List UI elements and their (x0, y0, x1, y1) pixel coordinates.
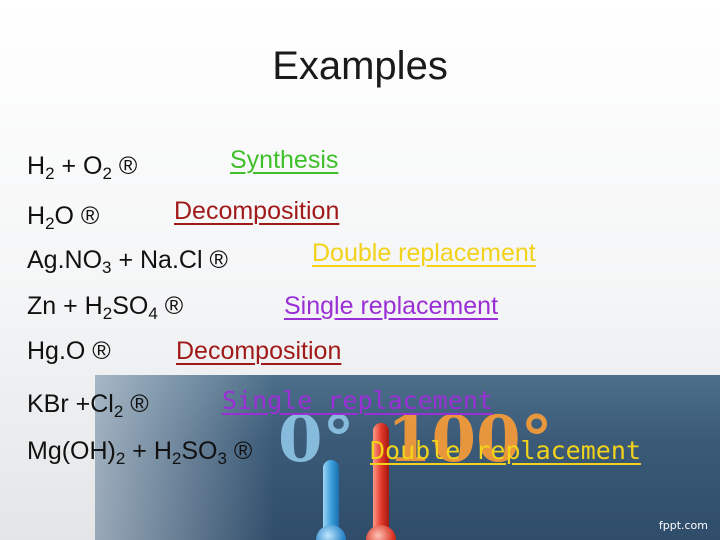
hot-thermometer-bulb (366, 525, 396, 540)
reaction-type-label: Decomposition (174, 197, 340, 225)
subscript: 2 (115, 449, 126, 468)
reaction-type-label: Double replacement (370, 436, 641, 465)
credit-watermark: fppt.com (658, 519, 708, 532)
zero-degrees-label: 0° (278, 402, 355, 477)
reaction-type-label: Double replacement (312, 239, 536, 267)
hot-thermometer-icon (373, 423, 389, 540)
reaction-type-label: Decomposition (176, 337, 342, 365)
subscript: 2 (45, 164, 55, 183)
equation-text: ® (123, 390, 149, 418)
equation-text: O ® (54, 202, 100, 230)
reaction-equation: Hg.O ® (27, 337, 111, 366)
cold-thermometer-icon (323, 460, 339, 540)
equation-text: KBr +Cl (27, 390, 114, 418)
subscript: 2 (113, 402, 124, 421)
equation-text: + O (54, 152, 103, 180)
equation-text: ® (111, 152, 138, 180)
equation-text: H (27, 202, 46, 230)
thermometer-background-image: 0° 100° (95, 375, 720, 540)
reaction-equation: Ag.NO3 + Na.Cl ® (27, 246, 228, 277)
subscript: 4 (148, 304, 158, 323)
equation-text: ® (157, 292, 184, 320)
cold-thermometer-bulb (316, 525, 346, 540)
subscript: 3 (217, 449, 227, 468)
hundred-degrees-label: 100° (387, 402, 553, 477)
subscript: 2 (102, 304, 113, 323)
subscript: 2 (45, 214, 55, 233)
equation-text: Zn + H (27, 292, 103, 320)
frost-overlay (95, 375, 275, 540)
slide-title: Examples (272, 44, 448, 88)
reaction-equation: H2 + O2 ® (27, 152, 138, 183)
equation-text: H (27, 152, 46, 180)
equation-text: Ag.NO (27, 246, 103, 274)
subscript: 3 (102, 258, 112, 277)
reaction-type-label: Synthesis (230, 146, 339, 174)
equation-text: + Na.Cl ® (111, 246, 228, 274)
equation-text: ® (226, 437, 253, 465)
reaction-equation: H2O ® (27, 202, 100, 233)
subscript: 2 (171, 449, 182, 468)
reaction-equation: Zn + H2SO4 ® (27, 292, 184, 323)
equation-text: Mg(OH) (27, 437, 116, 465)
reaction-equation: Mg(OH)2 + H2SO3 ® (27, 437, 253, 468)
subscript: 2 (102, 164, 112, 183)
equation-text: SO (112, 292, 149, 320)
equation-text: Hg.O ® (27, 337, 111, 365)
equation-text: SO (181, 437, 218, 465)
equation-text: + H (125, 437, 172, 465)
reaction-type-label: Single replacement (222, 386, 493, 415)
reaction-equation: KBr +Cl2 ® (27, 390, 149, 421)
reaction-type-label: Single replacement (284, 292, 499, 320)
